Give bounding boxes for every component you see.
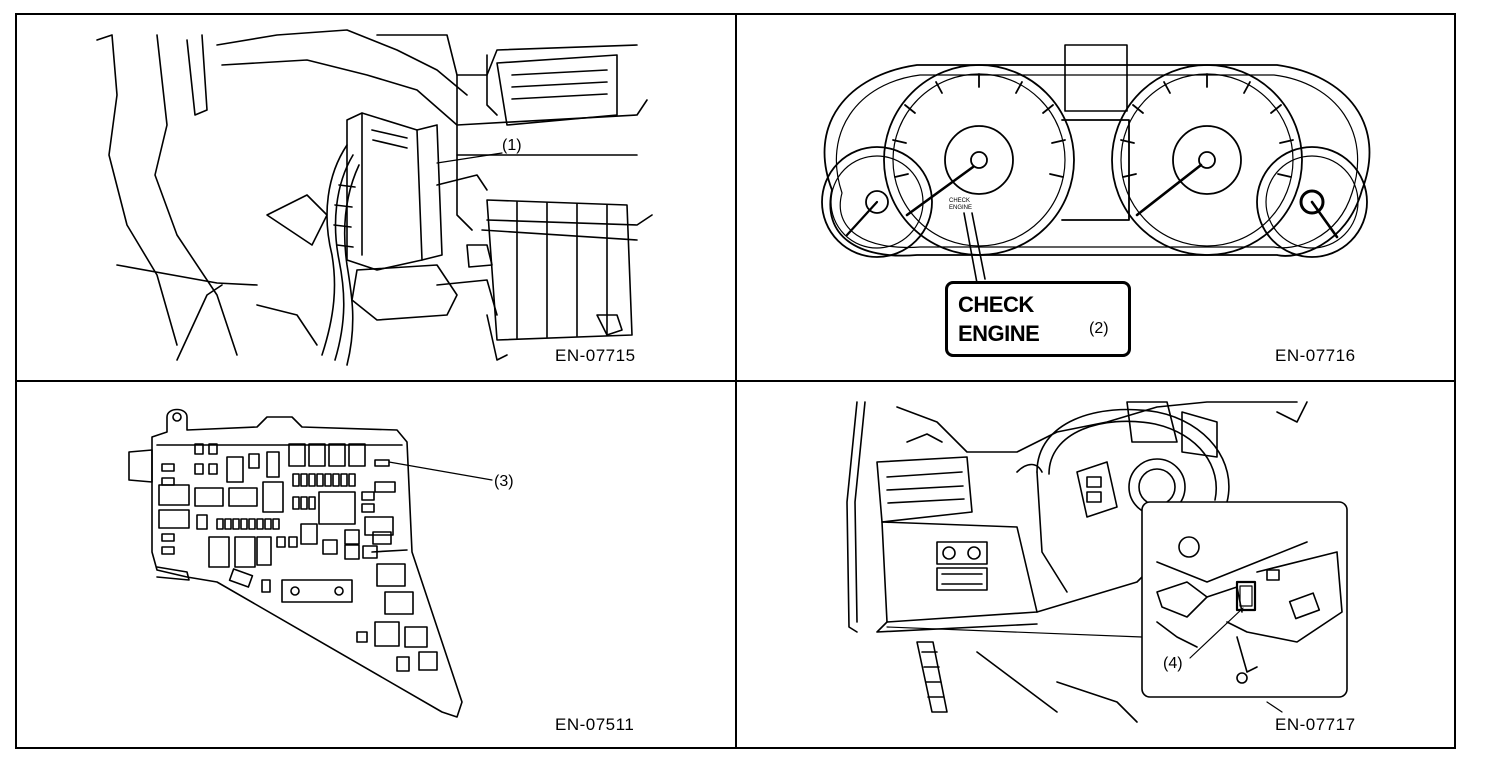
- fuse-box-illustration: [128, 408, 493, 718]
- figure-code-3: EN-07511: [555, 715, 635, 734]
- harness-illustration: [96, 29, 653, 366]
- callout-1: (1): [502, 137, 522, 154]
- panel-divider-horizontal: [15, 380, 1456, 382]
- dash-interior-illustration: [846, 401, 1348, 723]
- panel-bottom-right: (4) EN-07717: [737, 382, 1454, 747]
- warning-line-check: CHECK: [958, 292, 1034, 317]
- panel-bottom-left: (3) EN-07511: [17, 382, 735, 747]
- svg-text:CHECK: CHECK: [949, 198, 970, 204]
- figure-code-1: EN-07715: [555, 346, 636, 365]
- warning-line-engine: ENGINE: [958, 321, 1040, 346]
- check-engine-label-box: CHECK ENGINE: [945, 281, 1131, 357]
- callout-2: (2): [1089, 320, 1109, 337]
- panel-top-left: (1) EN-07715: [17, 15, 735, 380]
- figure-code-2: EN-07716: [1275, 346, 1356, 365]
- callout-3: (3): [494, 473, 514, 490]
- callout-4: (4): [1163, 655, 1183, 672]
- panel-top-right: CHECK ENGINE CHECK ENGINE (2) EN-07716: [737, 15, 1454, 380]
- svg-text:ENGINE: ENGINE: [949, 205, 972, 211]
- figure-code-4: EN-07717: [1275, 715, 1356, 734]
- combination-meter-illustration: CHECK ENGINE: [821, 44, 1371, 328]
